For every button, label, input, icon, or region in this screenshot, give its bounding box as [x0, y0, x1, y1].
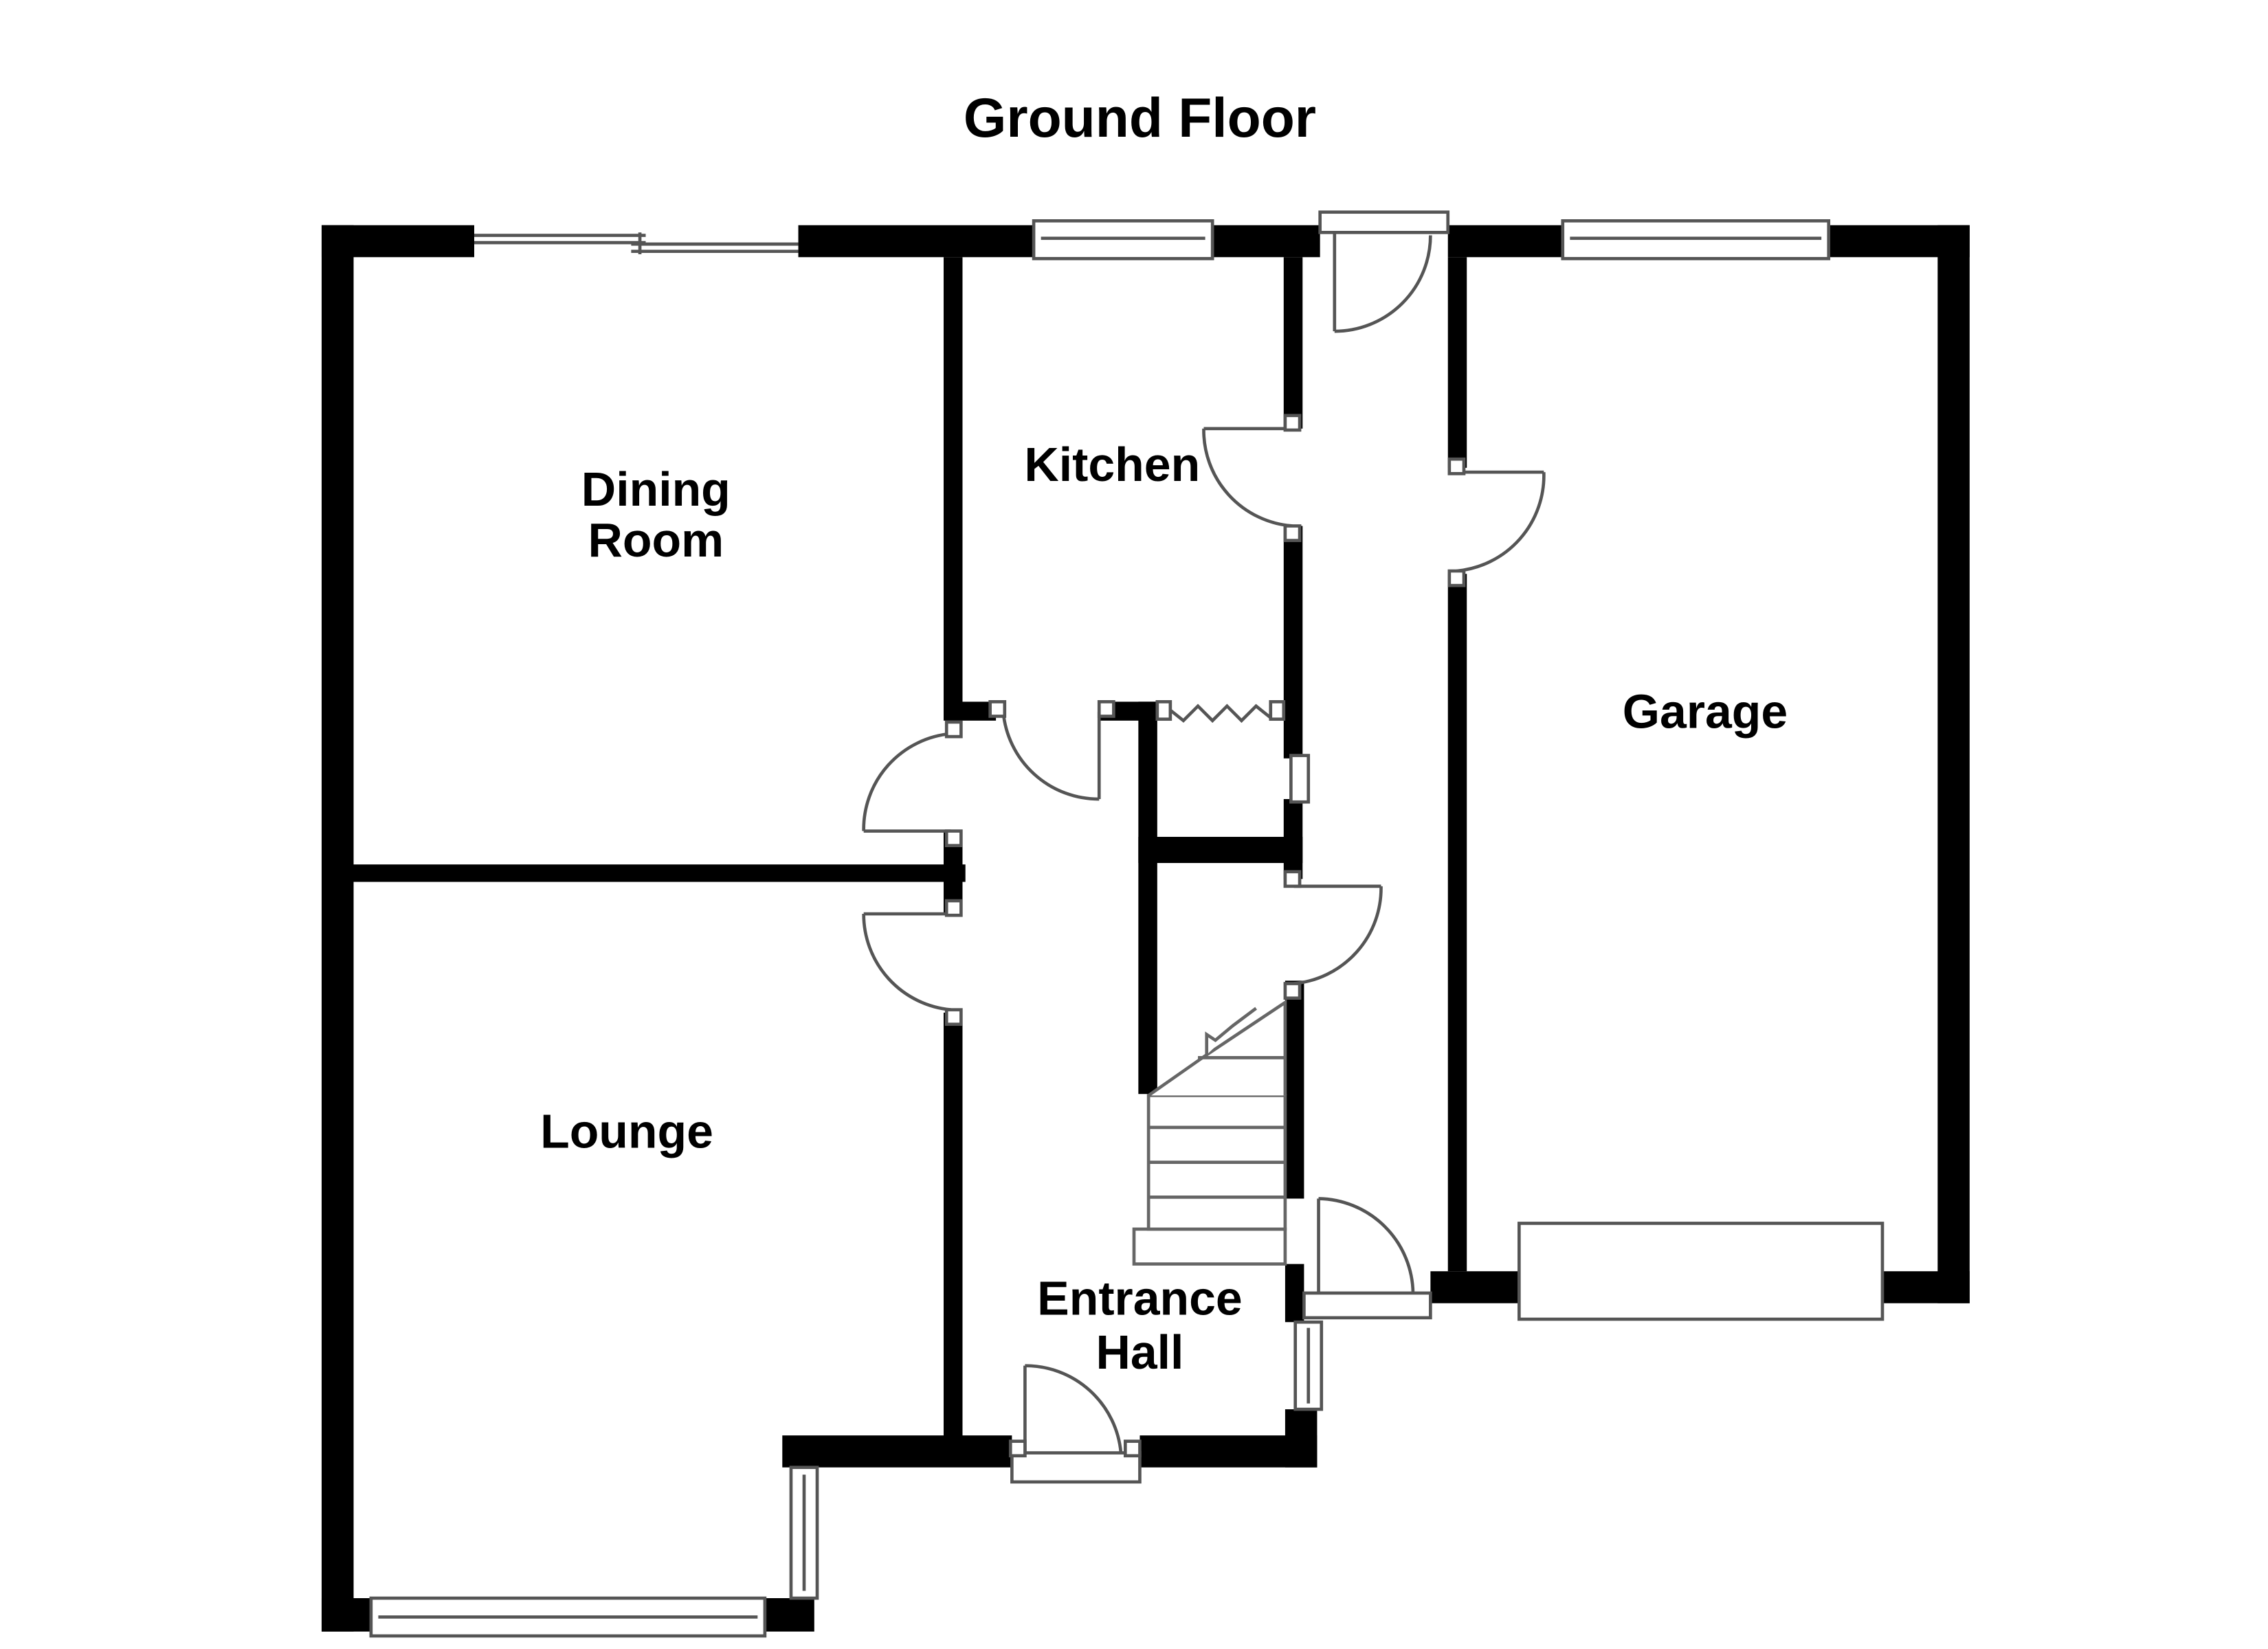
wall-cupboard-left — [1138, 702, 1157, 1095]
side-door-swing — [1318, 1197, 1415, 1293]
stair-winder — [1147, 999, 1287, 1097]
wall-hall-left-lower — [943, 1012, 963, 1439]
wall-cupboard-bottom — [1138, 836, 1303, 864]
lounge-door-jamb-1 — [944, 899, 963, 917]
kitchen-hall-door-swing — [1001, 711, 1100, 801]
garage-door-jamb-1 — [1447, 457, 1466, 475]
lounge-door-jamb-2 — [944, 1008, 963, 1027]
kitchen-door-jamb-1 — [1283, 414, 1302, 432]
windows — [369, 210, 1885, 1638]
wall-kitchen-bottom-left — [943, 702, 997, 721]
room-label-dining-line2: Room — [588, 513, 724, 567]
wall-top-dining-left — [321, 225, 474, 258]
front-door-swing — [1025, 1364, 1123, 1453]
wall-kitchen-left — [943, 257, 963, 718]
wall-garage-left-upper — [1447, 257, 1467, 468]
dining-door-jamb-1 — [944, 720, 963, 739]
wall-top-garage-left — [1447, 225, 1563, 258]
garage-door-jamb-2 — [1447, 569, 1466, 587]
wall-lounge-bottom-left — [321, 1597, 371, 1632]
kitchen-door-swing — [1202, 428, 1293, 528]
wall-passage-right-upper — [1285, 980, 1304, 1199]
wall-hall-right-stub — [1285, 1409, 1318, 1468]
staircase — [1132, 999, 1287, 1266]
passage-door-jamb-2 — [1283, 982, 1302, 1000]
room-label-hall-line1: Entrance — [1037, 1272, 1243, 1325]
cupboard-side-window — [1289, 754, 1311, 804]
wall-passage-right-lower — [1285, 1264, 1304, 1323]
wall-garage-right — [1937, 225, 1970, 1303]
wall-kitchen-right-upper — [1283, 257, 1303, 429]
garage-door — [1517, 1222, 1885, 1321]
room-label-kitchen: Kitchen — [1024, 438, 1200, 491]
cupboard-bifold-door — [1168, 704, 1272, 723]
cupboard-door-jamb-2 — [1269, 699, 1286, 721]
wall-kitchen-right-lower — [1283, 526, 1303, 759]
wall-top-dining-right — [798, 225, 1034, 258]
walls — [321, 225, 1970, 1632]
kitchen-door-jamb-2 — [1283, 524, 1302, 542]
wall-bay-top — [782, 1435, 1012, 1468]
wall-garage-left-lower — [1447, 574, 1467, 1272]
room-label-garage: Garage — [1623, 684, 1788, 738]
room-label-dining-line1: Dining — [581, 462, 731, 516]
front-door-jamb-1 — [1008, 1439, 1027, 1458]
doors — [862, 232, 1546, 1458]
lounge-door-swing — [862, 914, 951, 1011]
wall-lounge-bottom-right — [764, 1597, 814, 1632]
wall-garage-bottom-left — [1430, 1271, 1520, 1303]
garage-door-swing — [1456, 472, 1546, 573]
rear-door-frame — [1318, 210, 1450, 234]
kitchen-hall-door-jamb-1 — [988, 699, 1007, 718]
rear-door-swing — [1334, 235, 1432, 333]
side-door-threshold — [1302, 1291, 1432, 1320]
floor-title: Ground Floor — [964, 87, 1316, 149]
dining-door-swing — [862, 732, 951, 831]
dining-door-jamb-2 — [944, 829, 963, 847]
wall-left-outer — [321, 225, 354, 1632]
wall-garage-bottom-right — [1882, 1271, 1970, 1303]
front-door-threshold — [1010, 1451, 1142, 1484]
kitchen-hall-door-jamb-2 — [1097, 699, 1115, 718]
passage-door-jamb-1 — [1283, 870, 1302, 888]
stair-winder-tread-2 — [1205, 1007, 1258, 1055]
stair-bottom-step — [1132, 1227, 1287, 1266]
wall-dining-lounge — [353, 864, 966, 882]
room-label-hall-line2: Hall — [1096, 1325, 1183, 1379]
room-label-lounge: Lounge — [540, 1104, 713, 1158]
front-door-jamb-2 — [1123, 1439, 1142, 1458]
cupboard-door-jamb-1 — [1155, 699, 1172, 721]
passage-door-swing — [1293, 886, 1383, 985]
wall-top-kitchen-right — [1212, 225, 1320, 258]
